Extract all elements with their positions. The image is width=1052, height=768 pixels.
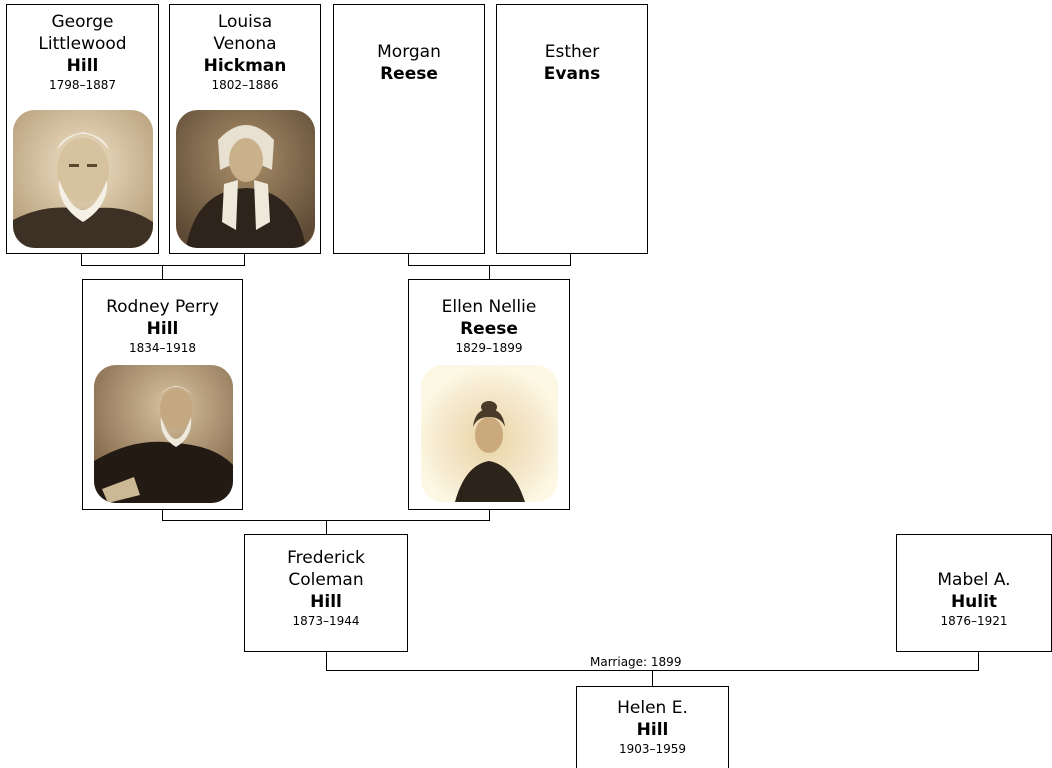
surname: Hill	[66, 56, 99, 76]
life-years: 1834–1918	[128, 341, 197, 355]
given-name: Mabel A.	[937, 570, 1011, 590]
life-years: 1829–1899	[455, 341, 523, 355]
person-card-helen-hill[interactable]: Helen E. Hill 1903–1959	[576, 686, 729, 768]
portrait-photo	[13, 110, 153, 248]
portrait-woman-vignette-image	[421, 365, 558, 502]
connector-helen-up	[652, 670, 653, 686]
life-years: 1903–1959	[618, 742, 687, 756]
portrait-photo	[176, 110, 315, 248]
surname: Reese	[380, 64, 438, 84]
life-years: 1876–1921	[940, 614, 1008, 628]
person-card-morgan-reese[interactable]: Morgan Reese	[333, 4, 485, 254]
given-name: Ellen Nellie	[441, 297, 537, 317]
life-years: 1802–1886	[211, 78, 279, 92]
portrait-elderly-bearded-man-image	[13, 110, 153, 248]
connector-frederick-down	[326, 651, 327, 671]
portrait-elderly-woman-bonnet-image	[176, 110, 315, 248]
person-card-rodney-hill[interactable]: Rodney Perry Hill 1834–1918	[82, 279, 243, 510]
given-name: Frederick Coleman	[287, 548, 365, 590]
person-card-esther-evans[interactable]: Esther Evans	[496, 4, 648, 254]
surname: Reese	[460, 319, 518, 339]
person-card-mabel-hulit[interactable]: Mabel A. Hulit 1876–1921	[896, 534, 1052, 652]
given-name: Esther	[544, 42, 600, 62]
life-years: 1798–1887	[48, 78, 117, 92]
life-years: 1873–1944	[292, 614, 360, 628]
given-name: Louisa Venona	[213, 12, 277, 54]
portrait-photo	[94, 365, 233, 503]
given-name: Morgan	[377, 42, 441, 62]
surname: Hill	[146, 319, 179, 339]
connector-ellen-up	[489, 265, 490, 279]
person-card-louisa-hickman[interactable]: Louisa Venona Hickman 1802–1886	[169, 4, 321, 254]
given-name: George Littlewood	[38, 12, 127, 54]
connector-morgan-down	[408, 253, 409, 266]
connector-esther-down	[570, 253, 571, 266]
connector-rodney-up	[162, 265, 163, 279]
given-name: Rodney Perry	[106, 297, 219, 317]
person-card-george-hill[interactable]: George Littlewood Hill 1798–1887	[6, 4, 159, 254]
marriage-label: Marriage: 1899	[588, 655, 684, 669]
person-card-frederick-hill[interactable]: Frederick Coleman Hill 1873–1944	[244, 534, 408, 652]
person-card-ellen-reese[interactable]: Ellen Nellie Reese 1829–1899	[408, 279, 570, 510]
portrait-bearded-man-suit-image	[94, 365, 233, 503]
connector-mabel-down	[978, 651, 979, 671]
connector-louisa-down	[244, 253, 245, 266]
surname: Hill	[636, 720, 669, 740]
portrait-photo	[421, 365, 558, 502]
connector-couple1-horizontal	[81, 265, 245, 266]
given-name: Helen E.	[617, 698, 688, 718]
surname: Evans	[543, 64, 601, 84]
surname: Hulit	[950, 592, 998, 612]
connector-rodney-down	[162, 509, 163, 521]
connector-george-down	[81, 253, 82, 266]
surname: Hickman	[203, 56, 287, 76]
connector-ellen-down	[489, 509, 490, 521]
connector-frederick-up	[326, 520, 327, 534]
surname: Hill	[310, 592, 342, 612]
